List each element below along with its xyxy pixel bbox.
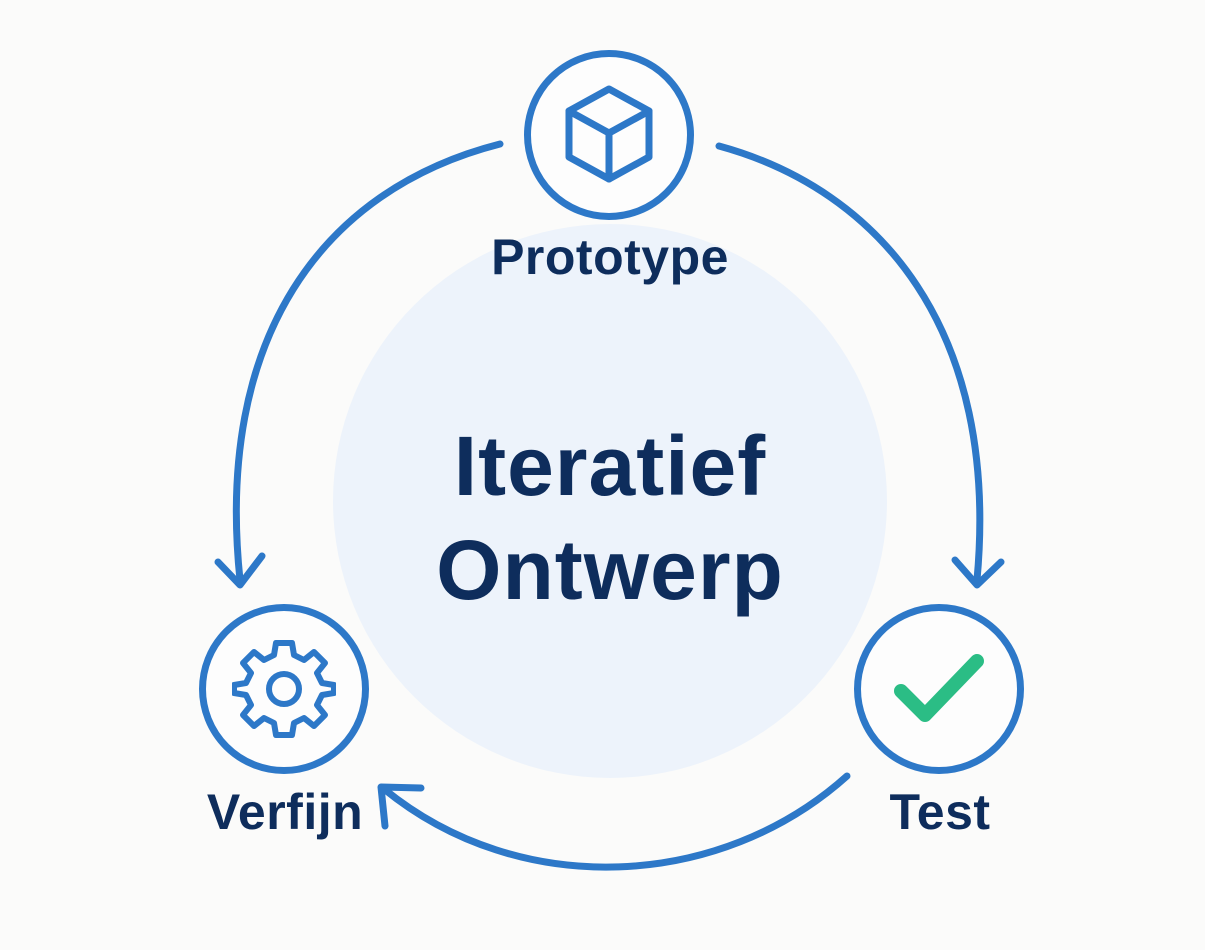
arrow-test-to-refine	[380, 772, 851, 871]
center-circle	[333, 224, 887, 778]
arrowhead-test	[951, 556, 1005, 589]
checkmark-icon	[894, 654, 984, 722]
label-prototype: Prototype	[491, 229, 729, 285]
cube-icon	[565, 85, 653, 183]
title-line-2: Ontwerp	[436, 523, 784, 617]
node-prototype	[524, 50, 694, 220]
arrowhead-bottom	[377, 783, 425, 830]
arrow-refine-to-prototype	[232, 140, 504, 584]
label-test: Test	[889, 784, 991, 840]
arrow-prototype-to-test	[715, 142, 984, 584]
label-refine: Verfijn	[206, 784, 364, 840]
title-line-1: Iteratief	[453, 419, 767, 513]
node-test	[854, 604, 1024, 774]
node-refine	[199, 604, 369, 774]
arrowhead-refine	[214, 552, 266, 589]
gear-icon	[232, 640, 336, 738]
